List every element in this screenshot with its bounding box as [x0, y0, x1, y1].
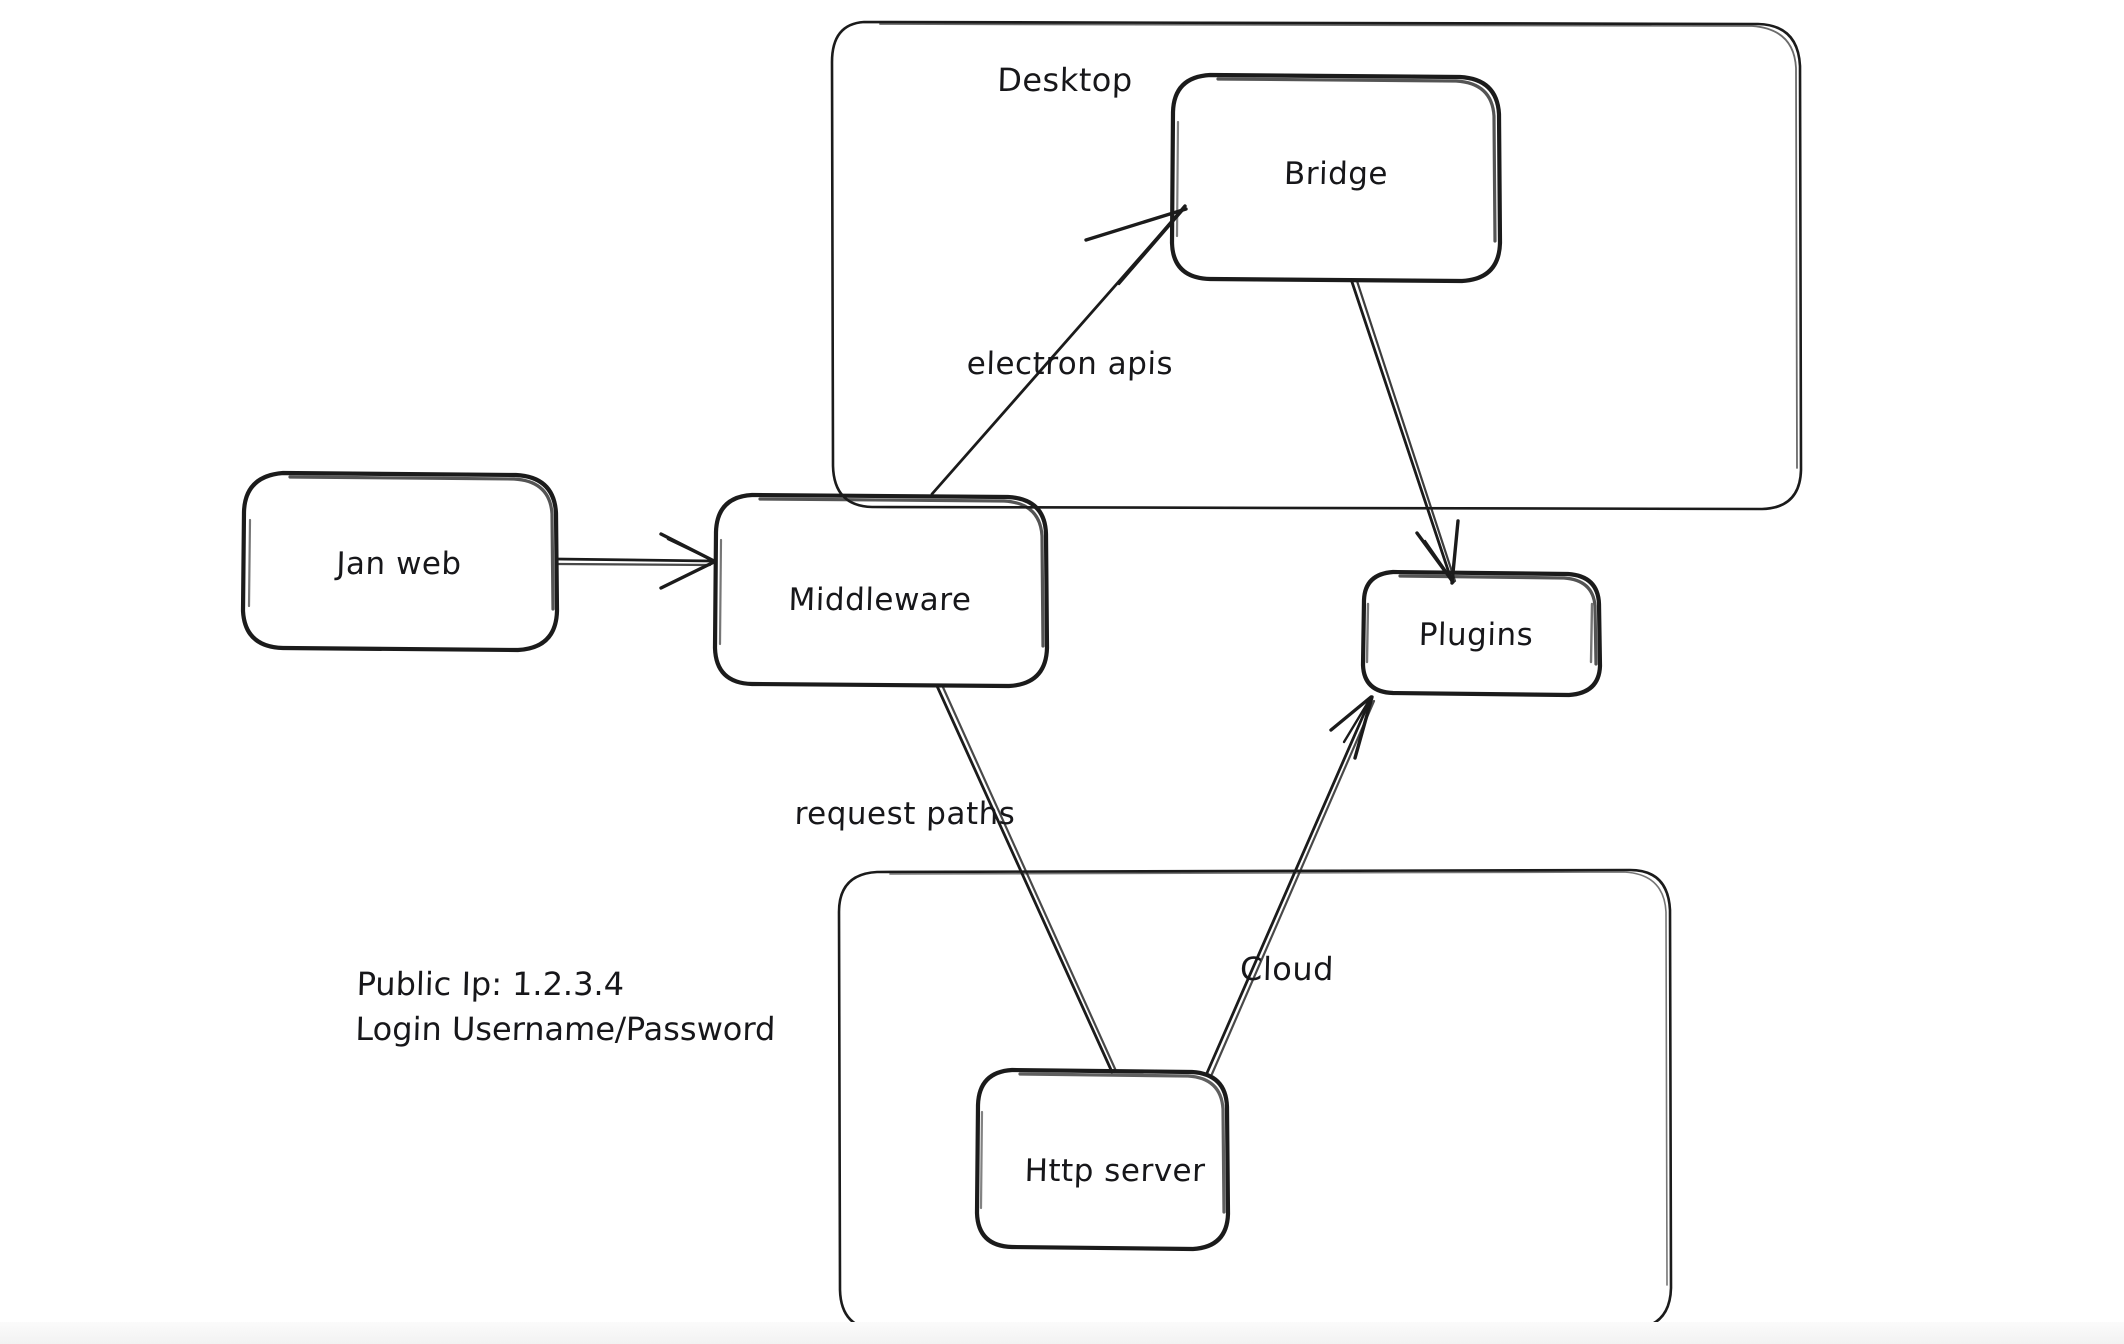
note-login: Login Username/Password	[354, 1010, 776, 1049]
edge-jan-web-to-middleware	[554, 532, 716, 590]
note-public-ip: Public Ip: 1.2.3.4	[356, 965, 625, 1003]
node-plugins[interactable]	[1360, 569, 1603, 698]
edge-bridge-to-plugins	[1350, 279, 1460, 585]
node-label-plugins: Plugins	[1418, 617, 1534, 653]
edge-label-electron-apis: electron apis	[966, 346, 1174, 382]
node-label-http-server: Http server	[1024, 1153, 1206, 1189]
node-label-jan-web: Jan web	[335, 546, 463, 582]
group-desktop	[830, 20, 1803, 511]
node-bridge[interactable]	[1169, 72, 1503, 284]
edge-label-request-paths: request paths	[794, 796, 1016, 832]
bottom-edge-bar	[0, 1322, 2124, 1344]
group-cloud	[837, 868, 1673, 1332]
node-label-bridge: Bridge	[1283, 156, 1389, 192]
edge-http-server-to-plugins	[1205, 695, 1376, 1076]
node-jan-web[interactable]	[240, 470, 560, 653]
group-label-desktop: Desktop	[996, 61, 1134, 99]
node-label-middleware: Middleware	[788, 582, 972, 618]
group-label-cloud: Cloud	[1239, 950, 1335, 988]
note-connection-details: Public Ip: 1.2.3.4 Login Username/Passwo…	[355, 962, 863, 1053]
edge-middleware-to-http-server	[935, 683, 1118, 1074]
node-http-server[interactable]	[974, 1067, 1231, 1252]
node-middleware[interactable]	[712, 492, 1050, 689]
